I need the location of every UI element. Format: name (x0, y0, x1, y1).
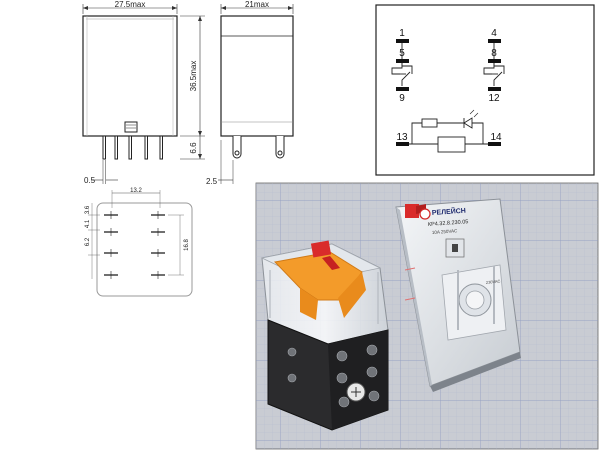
footprint-total-height-dim: 16.8 (184, 239, 190, 251)
footprint-row-pitch-b: 4.1 (85, 219, 91, 228)
front-height-dim: 36.5max (189, 61, 198, 92)
side-pins (232, 136, 285, 159)
left-test-tab (310, 240, 332, 258)
footprint-col-spacing-dim: 13.2 (130, 188, 142, 194)
pin-label-1: 1 (399, 28, 405, 39)
footprint-row-pitch-a: 3.6 (85, 205, 91, 214)
side-view: 21max 2.5 (206, 0, 294, 186)
side-width-dim: 21max (245, 0, 269, 9)
pin-label-14: 14 (490, 132, 502, 143)
relay-left (260, 240, 389, 431)
photo-brand: РЕЛЕЙСН (432, 206, 467, 217)
schematic-panel: 1 5 9 4 8 12 13 14 (375, 4, 595, 176)
relay-right: РЕЛЕЙСН КР4.32.8.230.05 10A 250VAC 230VA… (395, 198, 521, 392)
front-pin-length-dim: 6.6 (189, 142, 198, 154)
side-pin-offset-dim: 2.5 (206, 177, 218, 186)
front-latch (124, 121, 138, 133)
side-body-outline (220, 15, 294, 137)
led-symbol (463, 117, 473, 129)
brand-logo (419, 208, 431, 220)
pin-label-12: 12 (488, 93, 500, 104)
photo-model: КР4.32.8.230.05 (428, 219, 469, 228)
product-photo: РЕЛЕЙСН КР4.32.8.230.05 10A 250VAC 230VA… (255, 182, 599, 450)
schematic-frame (375, 4, 595, 176)
front-body-outline (82, 15, 178, 137)
pin-label-9: 9 (399, 93, 405, 104)
pin-label-13: 13 (396, 132, 408, 143)
photo-coil-voltage: 230VAC (486, 278, 501, 285)
footprint-view: 13.2 3.6 4.1 6.2 16.8 (85, 188, 193, 297)
front-pins (102, 135, 163, 160)
contact-group-left (391, 43, 413, 86)
front-pin-thickness-dim: 0.5 (84, 176, 96, 185)
schematic-pin-pads (396, 39, 501, 146)
pin-label-4: 4 (491, 28, 497, 39)
footprint-outline (96, 202, 193, 297)
coil-circuit (409, 109, 488, 153)
contact-group-right (483, 43, 505, 86)
front-width-dim: 27.5max (115, 0, 146, 9)
front-view: 27.5max 36.5max 6.6 0.5 (82, 0, 205, 185)
photo-rating: 10A 250VAC (432, 228, 458, 235)
footprint-row-pitch-c: 6.2 (85, 237, 91, 246)
right-test-tab (405, 204, 419, 218)
coil-symbol (437, 136, 466, 153)
base-terminals (287, 344, 380, 408)
footprint-pads (104, 211, 165, 279)
